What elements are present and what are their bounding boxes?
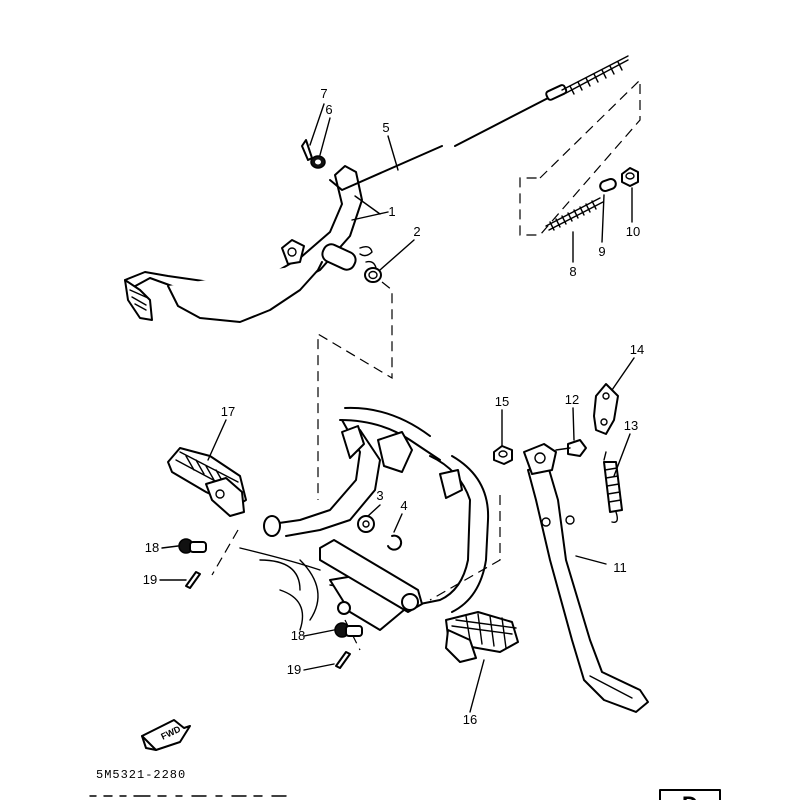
reference-lines [211,78,641,651]
callout-12: 12 [565,392,579,407]
cotter-pin-19a [185,571,201,589]
sidestand [523,443,649,713]
corner-mark: D [682,792,698,800]
callout-16: 16 [463,712,477,727]
callout-labels: 1 2 3 4 5 6 7 8 9 10 11 12 13 14 15 16 1… [143,86,644,727]
callout-4: 4 [400,498,407,513]
frame [239,406,490,631]
footrest-left [167,447,247,517]
clip-4 [387,534,403,551]
forward-arrow-icon: FWD [141,719,191,751]
pin-18a [178,538,207,554]
callout-7: 7 [320,86,327,101]
spring-13 [603,451,623,523]
callout-9: 9 [598,244,605,259]
washer-6 [310,155,326,169]
bracket-14 [593,383,619,435]
callout-6: 6 [325,102,332,117]
nut-10 [621,167,639,187]
diagram-code: 5M5321-2280 [96,768,186,782]
callout-3: 3 [376,488,383,503]
pedal-spring [359,245,382,283]
callout-8: 8 [569,264,576,279]
leader-lines [159,103,635,713]
cotter-pin-7 [301,139,313,161]
cotter-pin-19b [335,651,351,669]
pin-18b [334,622,363,638]
bottom-edge: D [89,789,721,800]
callout-18b: 18 [291,628,305,643]
callout-5: 5 [382,120,389,135]
nut-15 [493,445,513,465]
callout-10: 10 [626,224,640,239]
footrest-right [445,611,519,663]
callout-14: 14 [630,342,644,357]
callout-15: 15 [495,394,509,409]
pin-9 [599,177,617,193]
callout-18a: 18 [145,540,159,555]
callout-2: 2 [413,224,420,239]
callout-19a: 19 [143,572,157,587]
bolt-12 [555,439,587,457]
rod-spring [545,197,604,231]
callout-19b: 19 [287,662,301,677]
washer-3 [357,515,375,533]
callout-11: 11 [613,560,627,575]
callout-13: 13 [624,418,638,433]
brake-rod [329,55,629,191]
callout-17: 17 [221,404,235,419]
brake-pedal [124,165,381,323]
callout-1: 1 [388,204,395,219]
